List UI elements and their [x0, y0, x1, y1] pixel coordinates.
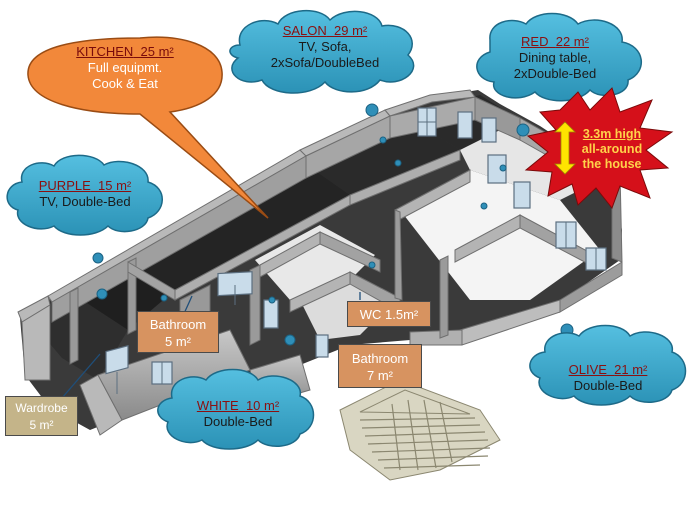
room-markers	[92, 103, 574, 346]
red-label: RED 22 m² Dining table, 2xDouble-Bed	[490, 34, 620, 82]
bathroom1-line1: Bathroom	[149, 317, 207, 332]
purple-area: 15 m²	[98, 178, 132, 193]
red-area: 22 m²	[555, 34, 589, 49]
purple-label: PURPLE 15 m² TV, Double-Bed	[20, 178, 150, 210]
salon-cloud	[229, 9, 415, 94]
white-label: WHITE 10 m² Double-Bed	[170, 398, 306, 430]
olive-label: OLIVE 21 m² Double-Bed	[540, 362, 676, 394]
kitchen-bubble	[27, 36, 269, 219]
purple-line1: TV, Double-Bed	[39, 194, 131, 209]
red-line1: Dining table,	[518, 50, 592, 65]
height-note: 3.3m high all-around the house	[576, 127, 648, 172]
height-arrow-icon	[554, 121, 576, 175]
wardrobe-line1: Wardrobe	[15, 401, 68, 415]
olive-area: 21 m²	[614, 362, 648, 377]
white-name: WHITE	[196, 398, 239, 413]
purple-cloud	[6, 154, 163, 236]
wc-line1: WC 1.5m²	[359, 307, 419, 322]
salon-line1: TV, Sofa,	[298, 39, 352, 54]
bathroom2-line2: 7 m²	[367, 368, 393, 383]
purple-name: PURPLE	[38, 178, 91, 193]
red-name: RED	[521, 34, 549, 49]
white-cloud	[157, 368, 315, 450]
height-line1: 3.3m high	[582, 127, 642, 141]
white-line1: Double-Bed	[203, 414, 273, 429]
kitchen-area: 25 m²	[140, 44, 174, 59]
wardrobe-box: Wardrobe 5 m²	[5, 396, 78, 436]
red-cloud	[476, 12, 643, 102]
wc-box: WC 1.5m²	[347, 301, 431, 327]
salon-label: SALON 29 m² TV, Sofa, 2xSofa/DoubleBed	[250, 23, 400, 71]
height-starburst	[524, 87, 674, 210]
stairs	[339, 379, 501, 481]
window-mullions	[116, 108, 597, 394]
kitchen-line1: Full equipmt.	[87, 60, 163, 75]
olive-name: OLIVE	[568, 362, 607, 377]
bathroom2-box: Bathroom 7 m²	[338, 344, 422, 388]
kitchen-label: KITCHEN 25 m² Full equipmt. Cook & Eat	[40, 44, 210, 92]
cloud-shapes	[6, 9, 687, 450]
kitchen-name: KITCHEN	[76, 44, 134, 59]
height-line2: all-around	[581, 142, 643, 156]
height-line3: the house	[582, 157, 642, 171]
kitchen-line2: Cook & Eat	[92, 76, 158, 91]
bathroom1-line2: 5 m²	[165, 334, 191, 349]
red-line2: 2xDouble-Bed	[513, 66, 597, 81]
olive-cloud	[529, 324, 687, 406]
salon-area: 29 m²	[334, 23, 368, 38]
white-area: 10 m²	[245, 398, 280, 413]
salon-line2: 2xSofa/DoubleBed	[270, 55, 380, 70]
wardrobe-line2: 5 m²	[29, 418, 54, 432]
salon-name: SALON	[282, 23, 327, 38]
bathroom1-box: Bathroom 5 m²	[137, 311, 219, 353]
olive-line1: Double-Bed	[573, 378, 643, 393]
bathroom2-line1: Bathroom	[351, 351, 409, 366]
